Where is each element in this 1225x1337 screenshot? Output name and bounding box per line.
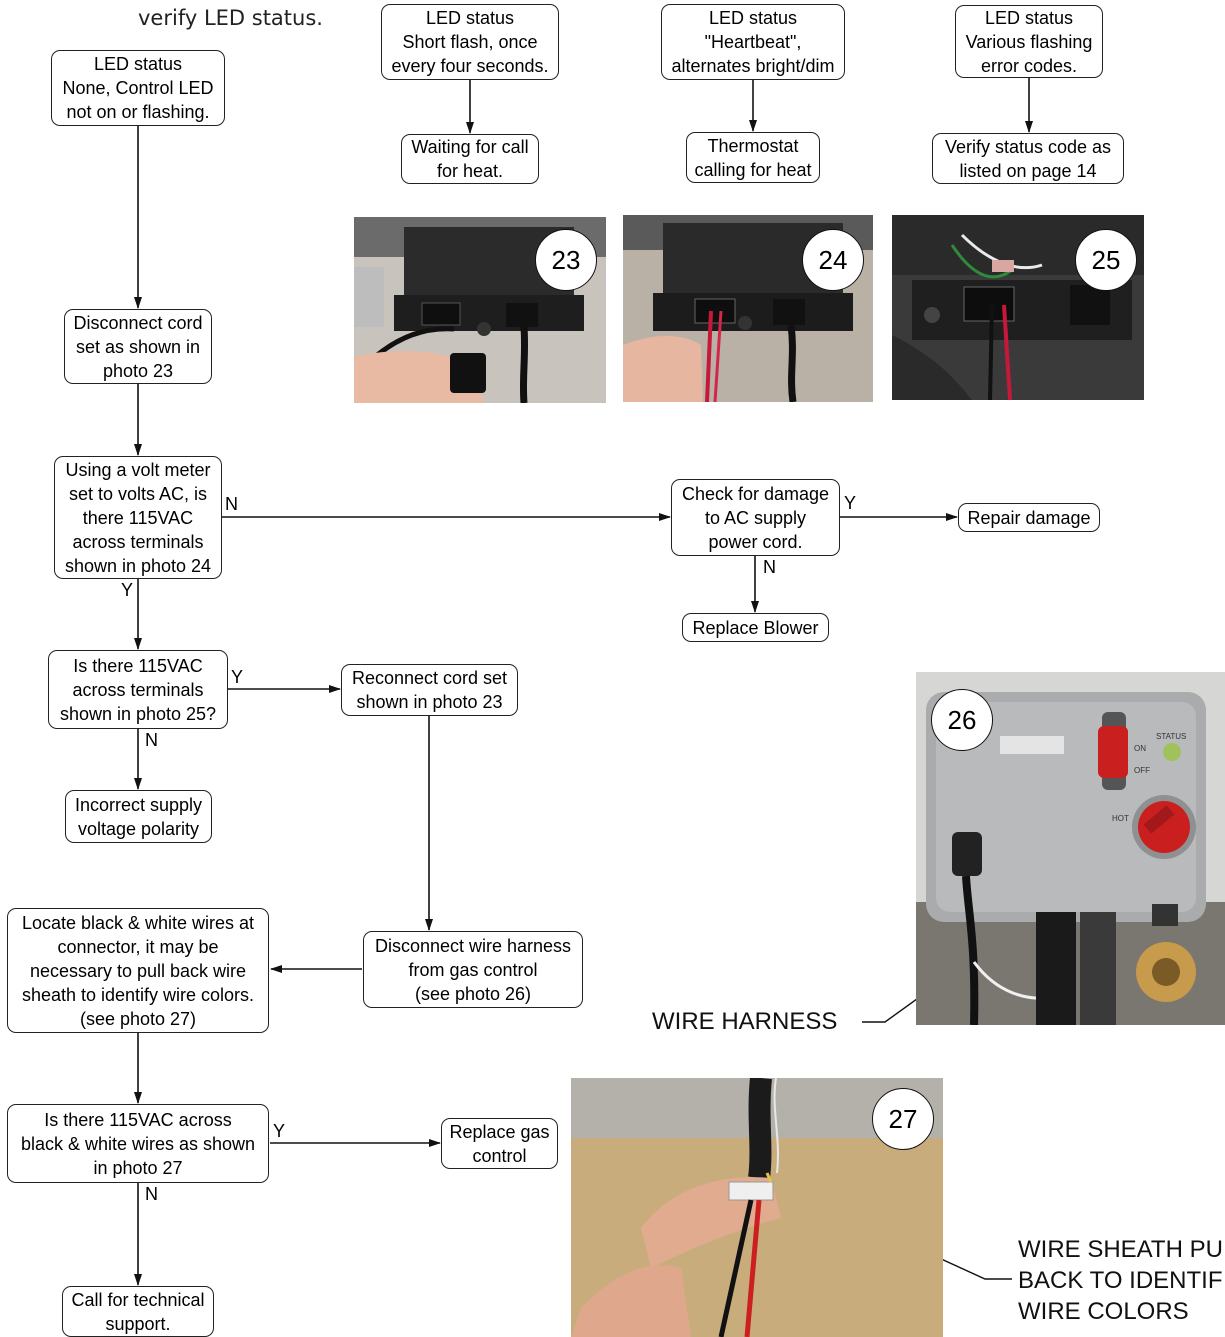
box-disconnect-harness: Disconnect wire harness from gas control… — [363, 931, 583, 1008]
badge-23: 23 — [535, 229, 597, 291]
badge-24: 24 — [802, 229, 864, 291]
box-check-bw-wires: Is there 115VAC across black & white wir… — [7, 1104, 269, 1183]
label-voltmeter-no: N — [225, 494, 238, 514]
box-locate-wires: Locate black & white wires at connector,… — [7, 908, 269, 1033]
label-p25-yes: Y — [231, 667, 244, 687]
badge-25: 25 — [1075, 229, 1137, 291]
badge-27: 27 — [872, 1088, 934, 1150]
label-bw-no: N — [145, 1184, 158, 1204]
box-check-photo25: Is there 115VAC across terminals shown i… — [48, 650, 228, 729]
photo26-on-label: ON — [1134, 744, 1146, 753]
photo26-status-label: STATUS — [1156, 732, 1187, 741]
box-repair-damage: Repair damage — [958, 503, 1100, 532]
box-led-various: LED status Various flashing error codes. — [955, 5, 1103, 78]
box-call-support: Call for technical support. — [62, 1286, 214, 1337]
box-led-heartbeat: LED status "Heartbeat", alternates brigh… — [661, 4, 845, 80]
box-led-none: LED status None, Control LED not on or f… — [51, 50, 225, 126]
box-reconnect-cord: Reconnect cord set shown in photo 23 — [341, 664, 518, 716]
label-voltmeter-yes: Y — [121, 580, 134, 600]
photo26-hot-label: HOT — [1112, 814, 1129, 823]
wire-sheath-callout: WIRE SHEATH PU BACK TO IDENTIF WIRE COLO… — [1018, 1236, 1223, 1325]
photo-26: STATUS ON OFF HOT — [916, 672, 1225, 1025]
box-volt-meter-check: Using a volt meter set to volts AC, is t… — [54, 456, 222, 579]
photo26-off-label: OFF — [1134, 766, 1150, 775]
box-replace-gas-control: Replace gas control — [441, 1118, 558, 1169]
box-disconnect-cord: Disconnect cord set as shown in photo 23 — [64, 309, 212, 384]
label-bw-yes: Y — [273, 1121, 286, 1141]
intro-text: verify LED status. — [138, 6, 323, 30]
box-thermostat-calling: Thermostat calling for heat — [686, 132, 820, 183]
box-waiting-for-heat: Waiting for call for heat. — [401, 134, 539, 184]
label-p25-no: N — [145, 730, 158, 750]
box-incorrect-polarity: Incorrect supply voltage polarity — [65, 790, 212, 843]
box-check-damage: Check for damage to AC supply power cord… — [671, 479, 840, 556]
box-led-short-flash: LED status Short flash, once every four … — [381, 4, 559, 80]
photo-26-art — [916, 672, 1225, 1025]
label-damage-no: N — [763, 557, 776, 577]
box-replace-blower: Replace Blower — [682, 613, 829, 642]
wire-harness-callout: WIRE HARNESS — [652, 1008, 838, 1035]
label-damage-yes: Y — [844, 493, 857, 513]
badge-26: 26 — [931, 689, 993, 751]
box-verify-status-code: Verify status code as listed on page 14 — [932, 133, 1124, 184]
